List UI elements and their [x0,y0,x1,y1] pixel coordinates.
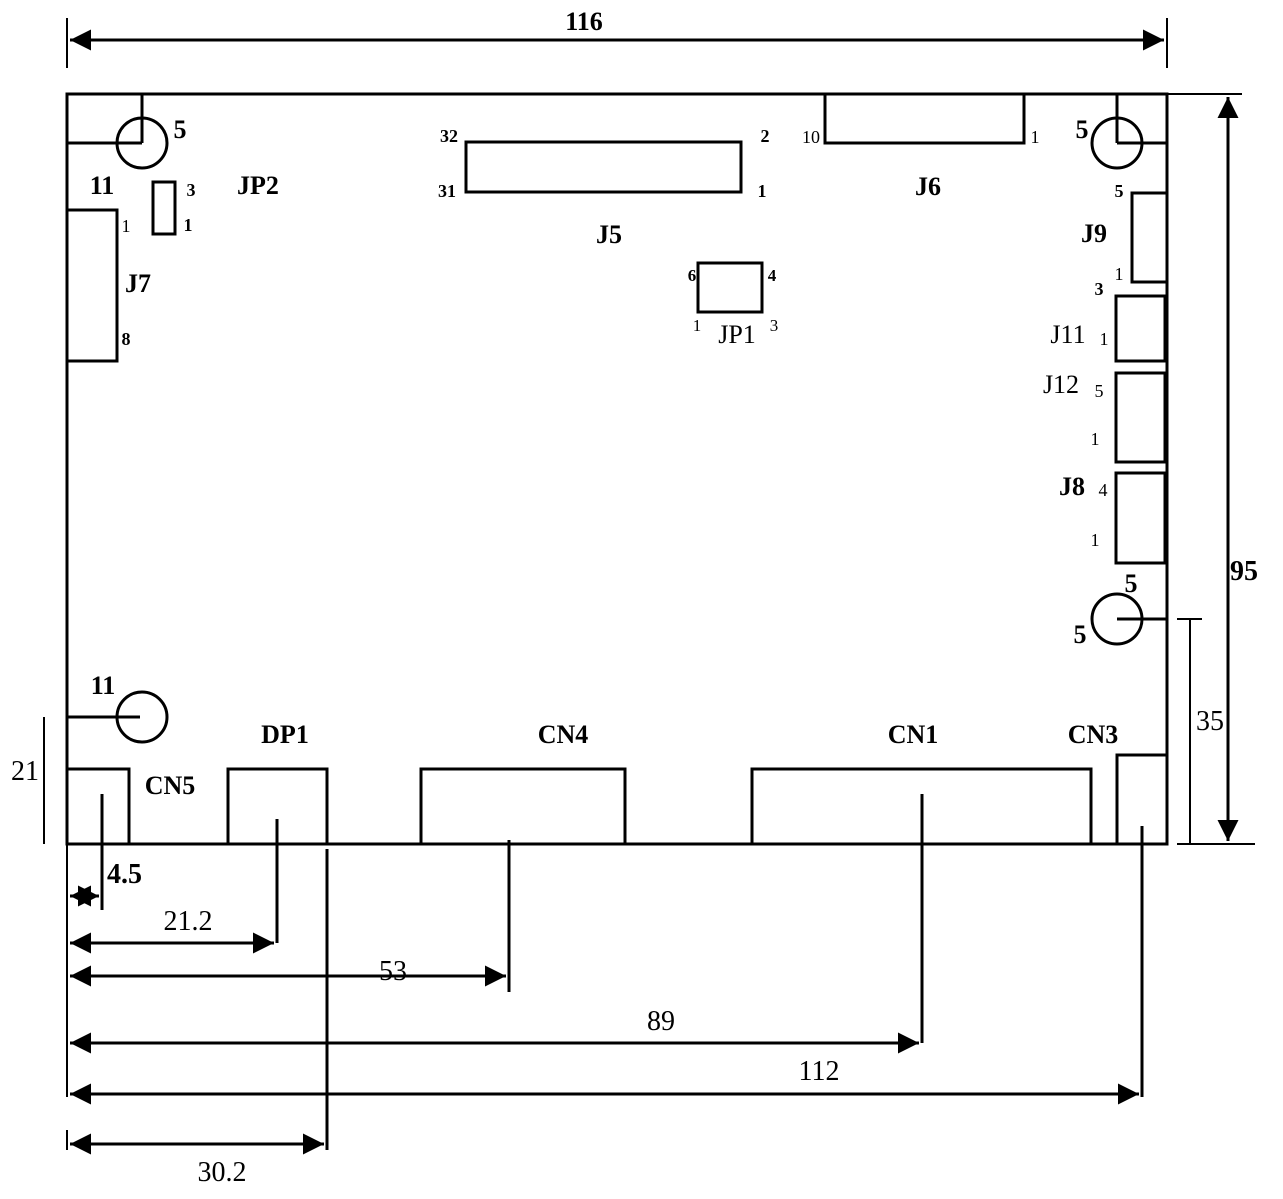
j6-pin-10: 10 [802,127,820,147]
jp1-pin-6: 6 [688,266,697,285]
mounting-hole-right-mid: 5 5 [1074,569,1167,649]
j5-label: J5 [596,220,622,249]
j7-hole-label: 11 [90,171,115,200]
jp1-pin-3: 3 [770,316,779,335]
bottom-dimensions: 4.5 21.2 53 89 112 30.2 [66,794,1144,1188]
side-offset-label: 35 [1196,706,1224,737]
jp2-label: JP2 [237,171,279,200]
j7-label: J7 [125,269,151,298]
jp2-jumper: 3 1 JP2 [151,171,279,236]
j5-connector: 32 31 2 1 J5 [438,126,770,249]
j8-connector: J8 4 1 [1059,471,1167,565]
cn4-position-label: 53 [379,956,407,987]
j5-pin-1: 1 [758,181,767,201]
cn4-connector: CN4 [419,720,627,846]
hole-label: 11 [91,671,116,700]
j11-label: J11 [1050,320,1085,349]
j12-label: J12 [1043,370,1079,399]
hole-label: 5 [1074,620,1087,649]
j11-pin-bottom: 1 [1100,329,1109,349]
j9-pin-bottom: 1 [1115,264,1124,284]
j12-connector: J12 5 1 [1043,370,1167,464]
mounting-hole-top-left: 5 [67,94,187,170]
height-dimension: 95 [1167,93,1258,845]
height-label: 95 [1230,556,1258,587]
width-dimension: 116 [66,7,1168,68]
dp1-edge-label: 30.2 [198,1157,247,1188]
j9-label: J9 [1081,219,1107,248]
width-label: 116 [565,7,603,36]
j7-pin-top: 1 [122,216,131,236]
j6-connector: 10 1 J6 [802,92,1040,201]
cn5-position-label: 4.5 [107,859,142,890]
cn5-connector: CN5 [65,767,196,846]
j8-label: J8 [1059,472,1085,501]
j5-pin-32: 32 [440,126,458,146]
j5-pin-2: 2 [761,126,770,146]
j8-pin-bottom: 1 [1091,530,1100,550]
j8-pin-top: 4 [1099,480,1108,500]
j6-label: J6 [915,172,941,201]
side-offset-dimension: 35 [1117,618,1224,844]
hole-label: 5 [1125,569,1138,598]
jp1-pin-4: 4 [768,266,777,285]
j7-connector: 11 1 J7 8 [65,171,151,363]
jp2-pin-top: 3 [187,180,196,200]
jp1-jumper: 6 4 1 3 JP1 [688,261,779,349]
j12-pin-bottom: 1 [1091,429,1100,449]
hole-label: 5 [174,115,187,144]
cn1-label: CN1 [888,720,939,749]
jp2-pin-bottom: 1 [184,215,193,235]
cn4-label: CN4 [538,720,589,749]
j6-pin-1: 1 [1031,127,1040,147]
cn3-position-label: 112 [799,1056,840,1087]
j12-pin-top: 5 [1095,381,1104,401]
cn3-label: CN3 [1068,720,1119,749]
cn5-height-label: 21 [11,756,39,787]
j11-connector: 3 J11 1 [1050,279,1167,363]
mounting-hole-top-right: 5 [1076,94,1167,170]
cn5-label: CN5 [145,771,196,800]
j5-pin-31: 31 [438,181,456,201]
j7-pin-bottom: 8 [122,329,131,349]
jp1-label: JP1 [718,320,756,349]
j9-pin-top: 5 [1115,181,1124,201]
j9-connector: 5 J9 1 [1081,181,1169,284]
board-outline [65,92,1169,846]
cn1-position-label: 89 [647,1006,675,1037]
hole-label: 5 [1076,115,1089,144]
dp1-label: DP1 [261,720,309,749]
jp1-pin-1: 1 [693,316,702,335]
dp1-position-label: 21.2 [164,906,213,937]
j11-pin-top: 3 [1095,279,1104,299]
mounting-hole-bottom-left: 11 [67,671,169,744]
